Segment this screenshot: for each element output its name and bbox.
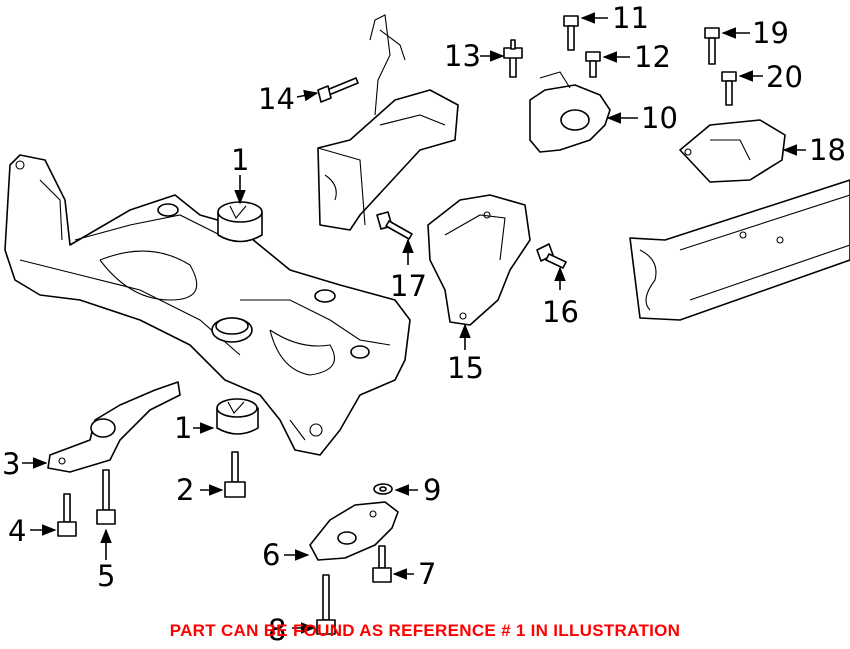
torque-rod-bolt-long — [96, 469, 116, 525]
bracket-bolt-flange — [536, 243, 567, 269]
callout-2: 2 — [176, 473, 194, 507]
reference-note: PART CAN BE FOUND AS REFERENCE # 1 IN IL… — [169, 621, 681, 640]
engine-mount-bracket — [427, 194, 531, 326]
callout-4: 4 — [8, 514, 26, 548]
subframe-crossmember — [4, 154, 411, 456]
mount-stud — [503, 39, 523, 78]
engine-mount-bolt-short — [585, 51, 601, 78]
engine-mount — [529, 71, 611, 153]
callout-3: 3 — [2, 447, 20, 481]
washer — [373, 483, 393, 495]
torque-rod-bolt-short — [57, 493, 77, 537]
callout-20: 20 — [766, 60, 803, 94]
transmission-mount-bolt-long — [704, 27, 720, 65]
torque-rod — [47, 381, 181, 473]
callout-19: 19 — [752, 16, 789, 50]
callout-12: 12 — [634, 40, 671, 74]
subframe-bushing-lower — [216, 398, 259, 435]
torque-rod-bracket — [309, 501, 399, 561]
callout-1-lower: 1 — [174, 411, 192, 445]
callout-11: 11 — [612, 1, 649, 35]
leader-lines — [22, 12, 806, 634]
bracket-bolt-small — [372, 545, 392, 583]
transmission-mount — [679, 119, 786, 183]
callout-18: 18 — [809, 133, 846, 167]
body-rail-right — [629, 179, 850, 321]
bracket-bolt-long — [316, 574, 336, 635]
subframe-bushing-upper — [217, 201, 263, 243]
callout-6: 6 — [262, 538, 280, 572]
callout-15: 15 — [447, 351, 484, 385]
callout-8: 8 — [268, 613, 286, 647]
callout-13: 13 — [444, 39, 481, 73]
callout-5: 5 — [97, 559, 115, 593]
callout-17: 17 — [390, 269, 427, 303]
transmission-mount-bolt-short — [721, 71, 737, 106]
body-rail-left — [317, 14, 459, 231]
callout-10: 10 — [641, 101, 678, 135]
callout-16: 16 — [542, 295, 579, 329]
rail-bolt — [317, 77, 359, 103]
engine-mount-bolt-long — [563, 15, 579, 51]
subframe-bolt — [224, 451, 246, 498]
callout-1-upper: 1 — [231, 143, 249, 177]
callout-14: 14 — [258, 82, 295, 116]
bracket-bolt-hex — [376, 211, 413, 240]
callout-7: 7 — [418, 557, 436, 591]
callout-9: 9 — [423, 473, 441, 507]
